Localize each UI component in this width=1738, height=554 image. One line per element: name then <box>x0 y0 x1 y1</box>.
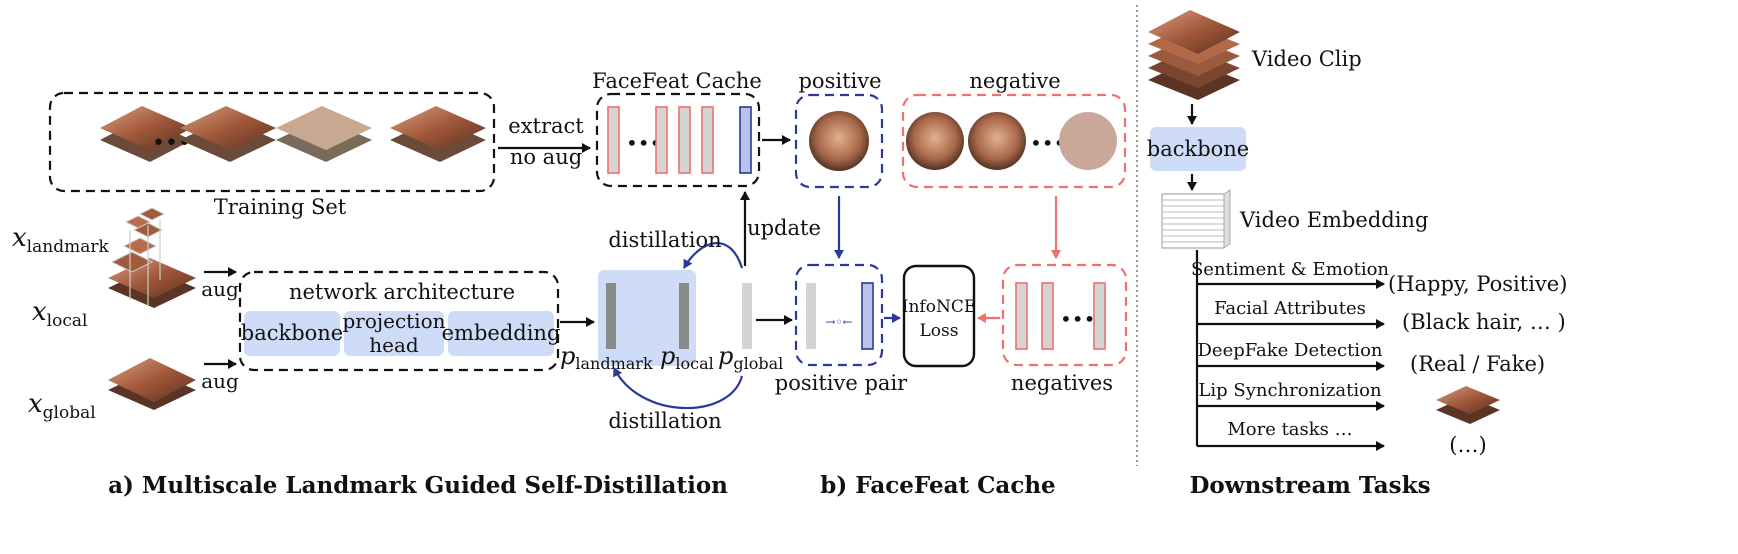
task-sentiment-label: Sentiment & Emotion <box>1191 259 1389 280</box>
video-embedding-block <box>1161 189 1231 249</box>
p-local-label: plocal <box>660 342 714 373</box>
task-more-output: (…) <box>1449 433 1486 457</box>
cache-bar-2 <box>655 106 668 174</box>
cache-bar-1 <box>607 106 620 174</box>
training-face-image-2 <box>180 106 276 162</box>
cache-bar-positive <box>739 106 752 174</box>
task-attributes-output: (Black hair, … ) <box>1402 310 1566 334</box>
global-face-image <box>108 358 196 410</box>
embedding-label: embedding <box>442 321 561 345</box>
distillation-label-top: distillation <box>608 228 721 252</box>
x-global-label: xglobal <box>28 389 96 423</box>
negative-box <box>901 93 1127 189</box>
x-local-label: xlocal <box>32 297 87 331</box>
cache-bar-4 <box>701 106 714 174</box>
downstream-backbone-label: backbone <box>1147 137 1250 161</box>
negatives-bar-1 <box>1015 282 1028 350</box>
section-b-title: b) FaceFeat Cache <box>820 472 1055 499</box>
task-attributes-label: Facial Attributes <box>1214 298 1366 319</box>
positive-pair-box <box>794 263 884 367</box>
downstream-backbone-block <box>1150 127 1246 171</box>
backbone-block <box>244 311 340 356</box>
video-embedding-label: Video Embedding <box>1239 208 1428 232</box>
landmark-patch-stack <box>108 207 196 308</box>
pair-bar-global <box>806 283 816 349</box>
no-aug-label: no aug <box>510 145 582 169</box>
p-landmark-label: plandmark <box>560 342 653 373</box>
pair-symbol: →◦← <box>825 315 852 329</box>
p-local-bar <box>679 283 689 349</box>
negatives-bar-3 <box>1093 282 1106 350</box>
extract-label: extract <box>508 114 584 138</box>
negative-face-image-1 <box>906 112 964 170</box>
p-global-label: pglobal <box>718 342 783 373</box>
positive-label: positive <box>798 69 881 93</box>
infonce-label: InfoNCE <box>902 297 976 317</box>
lip-sync-face-image <box>1436 386 1500 424</box>
distillation-arrow-bottom <box>613 367 744 410</box>
negative-face-image-3 <box>1059 112 1117 170</box>
task-sentiment-output: (Happy, Positive) <box>1388 272 1567 296</box>
negatives-dots: ••• <box>1060 307 1095 331</box>
negative-face-image-2 <box>968 112 1026 170</box>
p-landmark-bar <box>606 283 616 349</box>
training-dots: ••• <box>152 131 191 156</box>
task-more-label: More tasks … <box>1227 419 1352 440</box>
training-face-image-4 <box>390 106 486 162</box>
aug-label-global: aug <box>201 369 239 393</box>
negatives-label: negatives <box>1011 371 1113 395</box>
positive-box <box>794 93 884 189</box>
task-deepfake-output: (Real / Fake) <box>1410 352 1545 376</box>
projection-label: projection <box>343 309 446 333</box>
infonce-loss-box <box>902 264 976 368</box>
aug-label-local: aug <box>201 277 239 301</box>
pair-bar-positive <box>861 282 874 350</box>
backbone-label: backbone <box>241 321 344 345</box>
training-set-box <box>48 91 496 193</box>
facefeat-cache-box <box>595 92 761 188</box>
distillation-label-bottom: distillation <box>608 409 721 433</box>
p-global-bar <box>742 283 752 349</box>
video-clip-label: Video Clip <box>1251 47 1362 71</box>
projection-head-block <box>344 311 444 356</box>
positive-face-image <box>809 111 869 171</box>
video-clip-stack <box>1148 10 1240 100</box>
section-c-title: Downstream Tasks <box>1189 472 1430 499</box>
task-deepfake-label: DeepFake Detection <box>1197 340 1382 361</box>
embedding-block <box>448 311 554 356</box>
task-lip-sync-label: Lip Synchronization <box>1198 380 1382 401</box>
negatives-box <box>1001 263 1128 367</box>
cache-bar-3 <box>678 106 691 174</box>
network-architecture-label: network architecture <box>289 280 515 304</box>
negative-label: negative <box>969 69 1060 93</box>
local-outputs-highlight <box>598 270 696 366</box>
x-landmark-label: xlandmark <box>12 223 109 257</box>
training-face-image-1 <box>100 106 192 162</box>
training-face-image-3 <box>276 106 372 162</box>
loss-label: Loss <box>920 321 959 341</box>
section-a-title: a) Multiscale Landmark Guided Self-Disti… <box>108 472 728 499</box>
distillation-arrow-top <box>683 242 744 269</box>
network-architecture-box <box>238 270 560 372</box>
training-set-label: Training Set <box>214 195 347 219</box>
update-label: update <box>747 216 821 240</box>
negatives-bar-2 <box>1041 282 1054 350</box>
positive-pair-label: positive pair <box>775 371 908 395</box>
facefeat-cache-label: FaceFeat Cache <box>592 69 762 93</box>
head-label: head <box>369 333 419 357</box>
